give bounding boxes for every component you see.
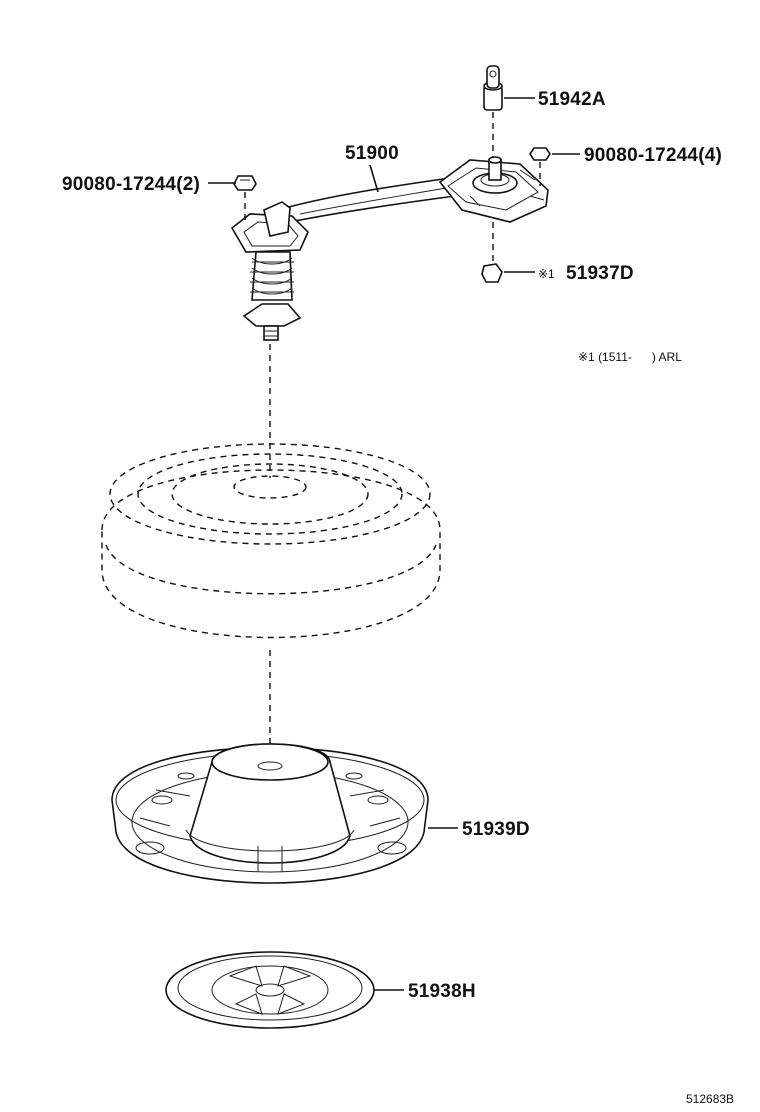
bolt-left bbox=[233, 175, 257, 191]
label-51942a: 51942A bbox=[538, 89, 606, 110]
label-90080-right: 90080-17244(4) bbox=[584, 145, 722, 166]
label-51937d-mark: ※1 bbox=[538, 267, 555, 281]
spare-tire bbox=[101, 443, 441, 639]
bolt-right bbox=[529, 147, 551, 161]
label-90080-left: 90080-17244(2) bbox=[62, 174, 200, 195]
spare-tire-carrier bbox=[230, 156, 549, 341]
part-51938h-cover bbox=[165, 951, 375, 1029]
label-51937d: 51937D bbox=[566, 263, 634, 284]
label-51939d: 51939D bbox=[462, 819, 530, 840]
part-51942a-cap bbox=[483, 65, 503, 111]
applicability-note: ※1 (1511- ) ARL bbox=[578, 350, 682, 364]
part-51939d-tray bbox=[111, 743, 429, 884]
label-51938h: 51938H bbox=[408, 981, 476, 1002]
figure-reference: 512683B bbox=[686, 1092, 734, 1106]
part-51937d-nut bbox=[481, 263, 503, 283]
label-51900: 51900 bbox=[345, 143, 399, 164]
